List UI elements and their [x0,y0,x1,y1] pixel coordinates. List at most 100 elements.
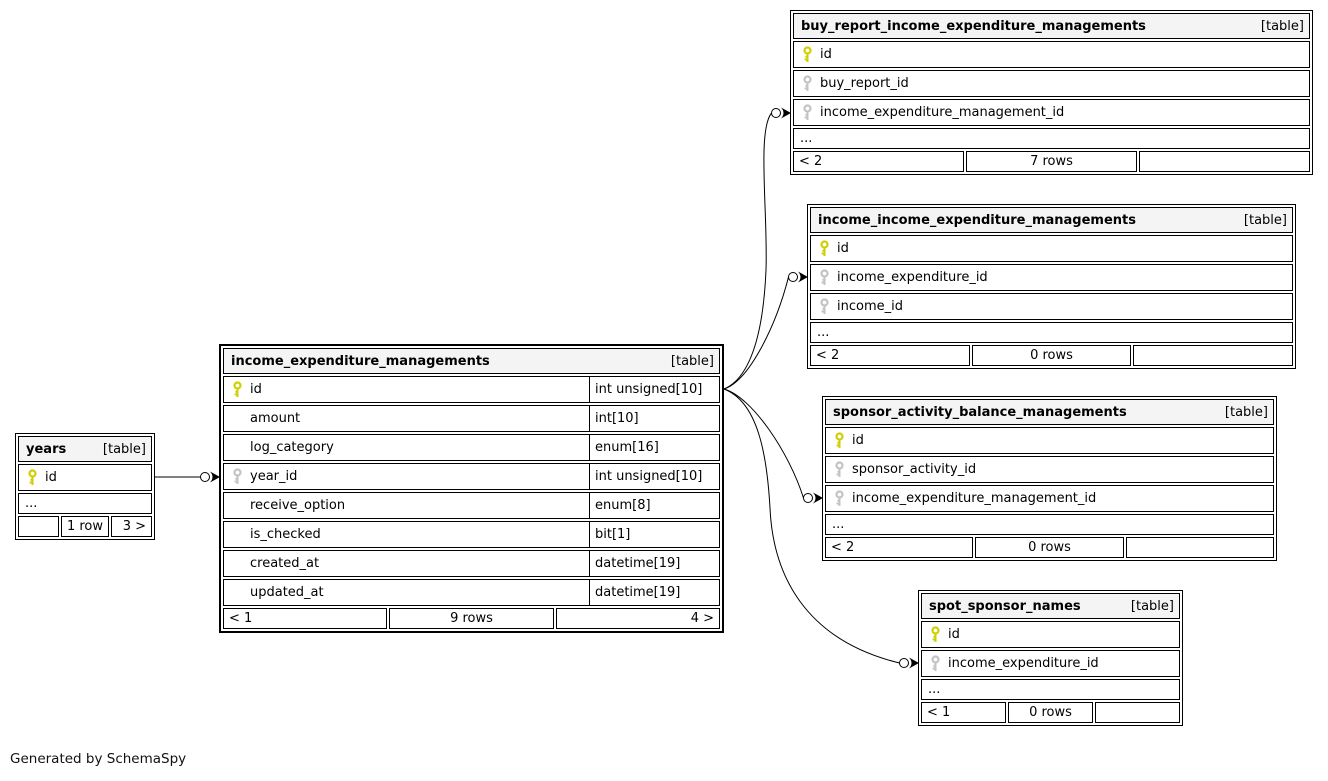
footer-row-count: 0 rows [975,537,1124,558]
column-type: int[10] [589,406,719,431]
column-row: id [18,464,152,491]
column-row: amount int[10] [223,405,720,432]
column-name: id [837,241,849,256]
column-row: id [921,621,1180,648]
primary-key-icon [922,626,948,643]
column-name: receive_option [250,498,346,513]
column-name: updated_at [250,585,324,600]
column-row: buy_report_id [793,70,1310,97]
footer-child-count [1095,702,1180,723]
footer-parent-count: < 2 [810,345,970,366]
foreign-key-icon [224,468,250,485]
connector-main-to-buy-report [723,112,772,390]
column-name: id [948,627,960,642]
column-name: id [820,47,832,62]
column-type: datetime[19] [589,580,719,605]
foreign-key-icon [794,104,820,121]
column-row: income_expenditure_id [810,264,1293,291]
column-row: updated_at datetime[19] [223,579,720,606]
primary-key-icon [19,469,45,486]
table-header: years [table] [18,436,152,462]
column-name: buy_report_id [820,76,909,91]
column-name: created_at [250,556,320,571]
table-name[interactable]: buy_report_income_expenditure_management… [801,18,1146,34]
table-header: buy_report_income_expenditure_management… [793,13,1310,39]
zero-or-one-symbol [899,658,909,668]
hidden-columns-ellipsis: ... [18,493,152,514]
hidden-columns-ellipsis: ... [810,322,1293,343]
column-type: datetime[19] [589,551,719,576]
hidden-columns-ellipsis: ... [793,128,1310,149]
column-row: id [810,235,1293,262]
column-name: id [852,433,864,448]
column-row: income_expenditure_management_id [825,485,1274,512]
table-footer: 1 row 3 > [18,516,152,537]
footer-row-count: 1 row [60,516,110,537]
table-income-expenditure-managements[interactable]: income_expenditure_managements [table] i… [219,344,724,633]
connector-main-to-sponsor-activity [723,388,804,499]
footer-row-count: 7 rows [966,151,1137,172]
column-row: id [793,41,1310,68]
footer-child-count: 4 > [555,608,720,629]
table-name[interactable]: years [26,441,67,457]
column-name: income_expenditure_id [948,656,1099,671]
column-name: income_expenditure_management_id [820,105,1065,120]
foreign-key-icon [811,269,837,286]
foreign-key-icon [794,75,820,92]
table-name[interactable]: income_income_expenditure_managements [818,212,1136,228]
column-name: id [250,382,262,397]
column-row: income_expenditure_management_id [793,99,1310,126]
column-name: income_expenditure_management_id [852,491,1097,506]
column-name: income_expenditure_id [837,270,988,285]
column-row: year_id int unsigned[10] [223,463,720,490]
table-header: sponsor_activity_balance_managements [ta… [825,399,1274,425]
footer-parent-count: < 1 [223,608,388,629]
table-spot-sponsor-names[interactable]: spot_sponsor_names [table] id income_exp… [918,590,1183,726]
column-row: income_id [810,293,1293,320]
footer-child-count [1125,537,1274,558]
column-row: id int unsigned[10] [223,376,720,403]
table-sponsor-activity-balance-managements[interactable]: sponsor_activity_balance_managements [ta… [822,396,1277,561]
foreign-key-icon [811,298,837,315]
foreign-key-icon [922,655,948,672]
table-income-income-expenditure-managements[interactable]: income_income_expenditure_managements [t… [807,204,1296,369]
zero-or-one-symbol [200,472,210,482]
table-type-tag: [table] [102,441,146,457]
foreign-key-icon [826,461,852,478]
footer-row-count: 0 rows [971,345,1132,366]
table-type-tag: [table] [1130,598,1174,614]
table-footer: < 2 0 rows [825,537,1274,558]
table-type-tag: [table] [1224,404,1268,420]
table-type-tag: [table] [1260,18,1304,34]
footer-row-count: 0 rows [1008,702,1093,723]
table-footer: < 2 0 rows [810,345,1294,366]
footer-parent-count: < 1 [921,702,1006,723]
column-row: receive_option enum[8] [223,492,720,519]
column-row: is_checked bit[1] [223,521,720,548]
table-years[interactable]: years [table] id ... 1 row 3 > [15,433,155,540]
generator-credit: Generated by SchemaSpy [10,751,187,767]
table-name[interactable]: spot_sponsor_names [929,598,1081,614]
primary-key-icon [826,432,852,449]
table-name[interactable]: income_expenditure_managements [231,353,490,369]
table-name[interactable]: sponsor_activity_balance_managements [833,404,1127,420]
footer-parent-count [18,516,59,537]
footer-row-count: 9 rows [389,608,554,629]
zero-or-one-symbol [803,493,813,503]
footer-child-count [1139,151,1310,172]
table-buy-report-income-expenditure-managements[interactable]: buy_report_income_expenditure_management… [790,10,1313,175]
table-footer: < 1 9 rows 4 > [223,608,720,629]
primary-key-icon [811,240,837,257]
table-footer: < 1 0 rows [921,702,1180,723]
column-name: sponsor_activity_id [852,462,977,477]
table-header: spot_sponsor_names [table] [921,593,1180,619]
column-name: year_id [250,469,298,484]
foreign-key-icon [826,490,852,507]
column-name: log_category [250,440,334,455]
table-header: income_expenditure_managements [table] [223,348,720,374]
column-type: int unsigned[10] [589,377,719,402]
column-name: income_id [837,299,903,314]
table-footer: < 2 7 rows [793,151,1310,172]
footer-child-count [1133,345,1294,366]
footer-child-count: 3 > [111,516,152,537]
